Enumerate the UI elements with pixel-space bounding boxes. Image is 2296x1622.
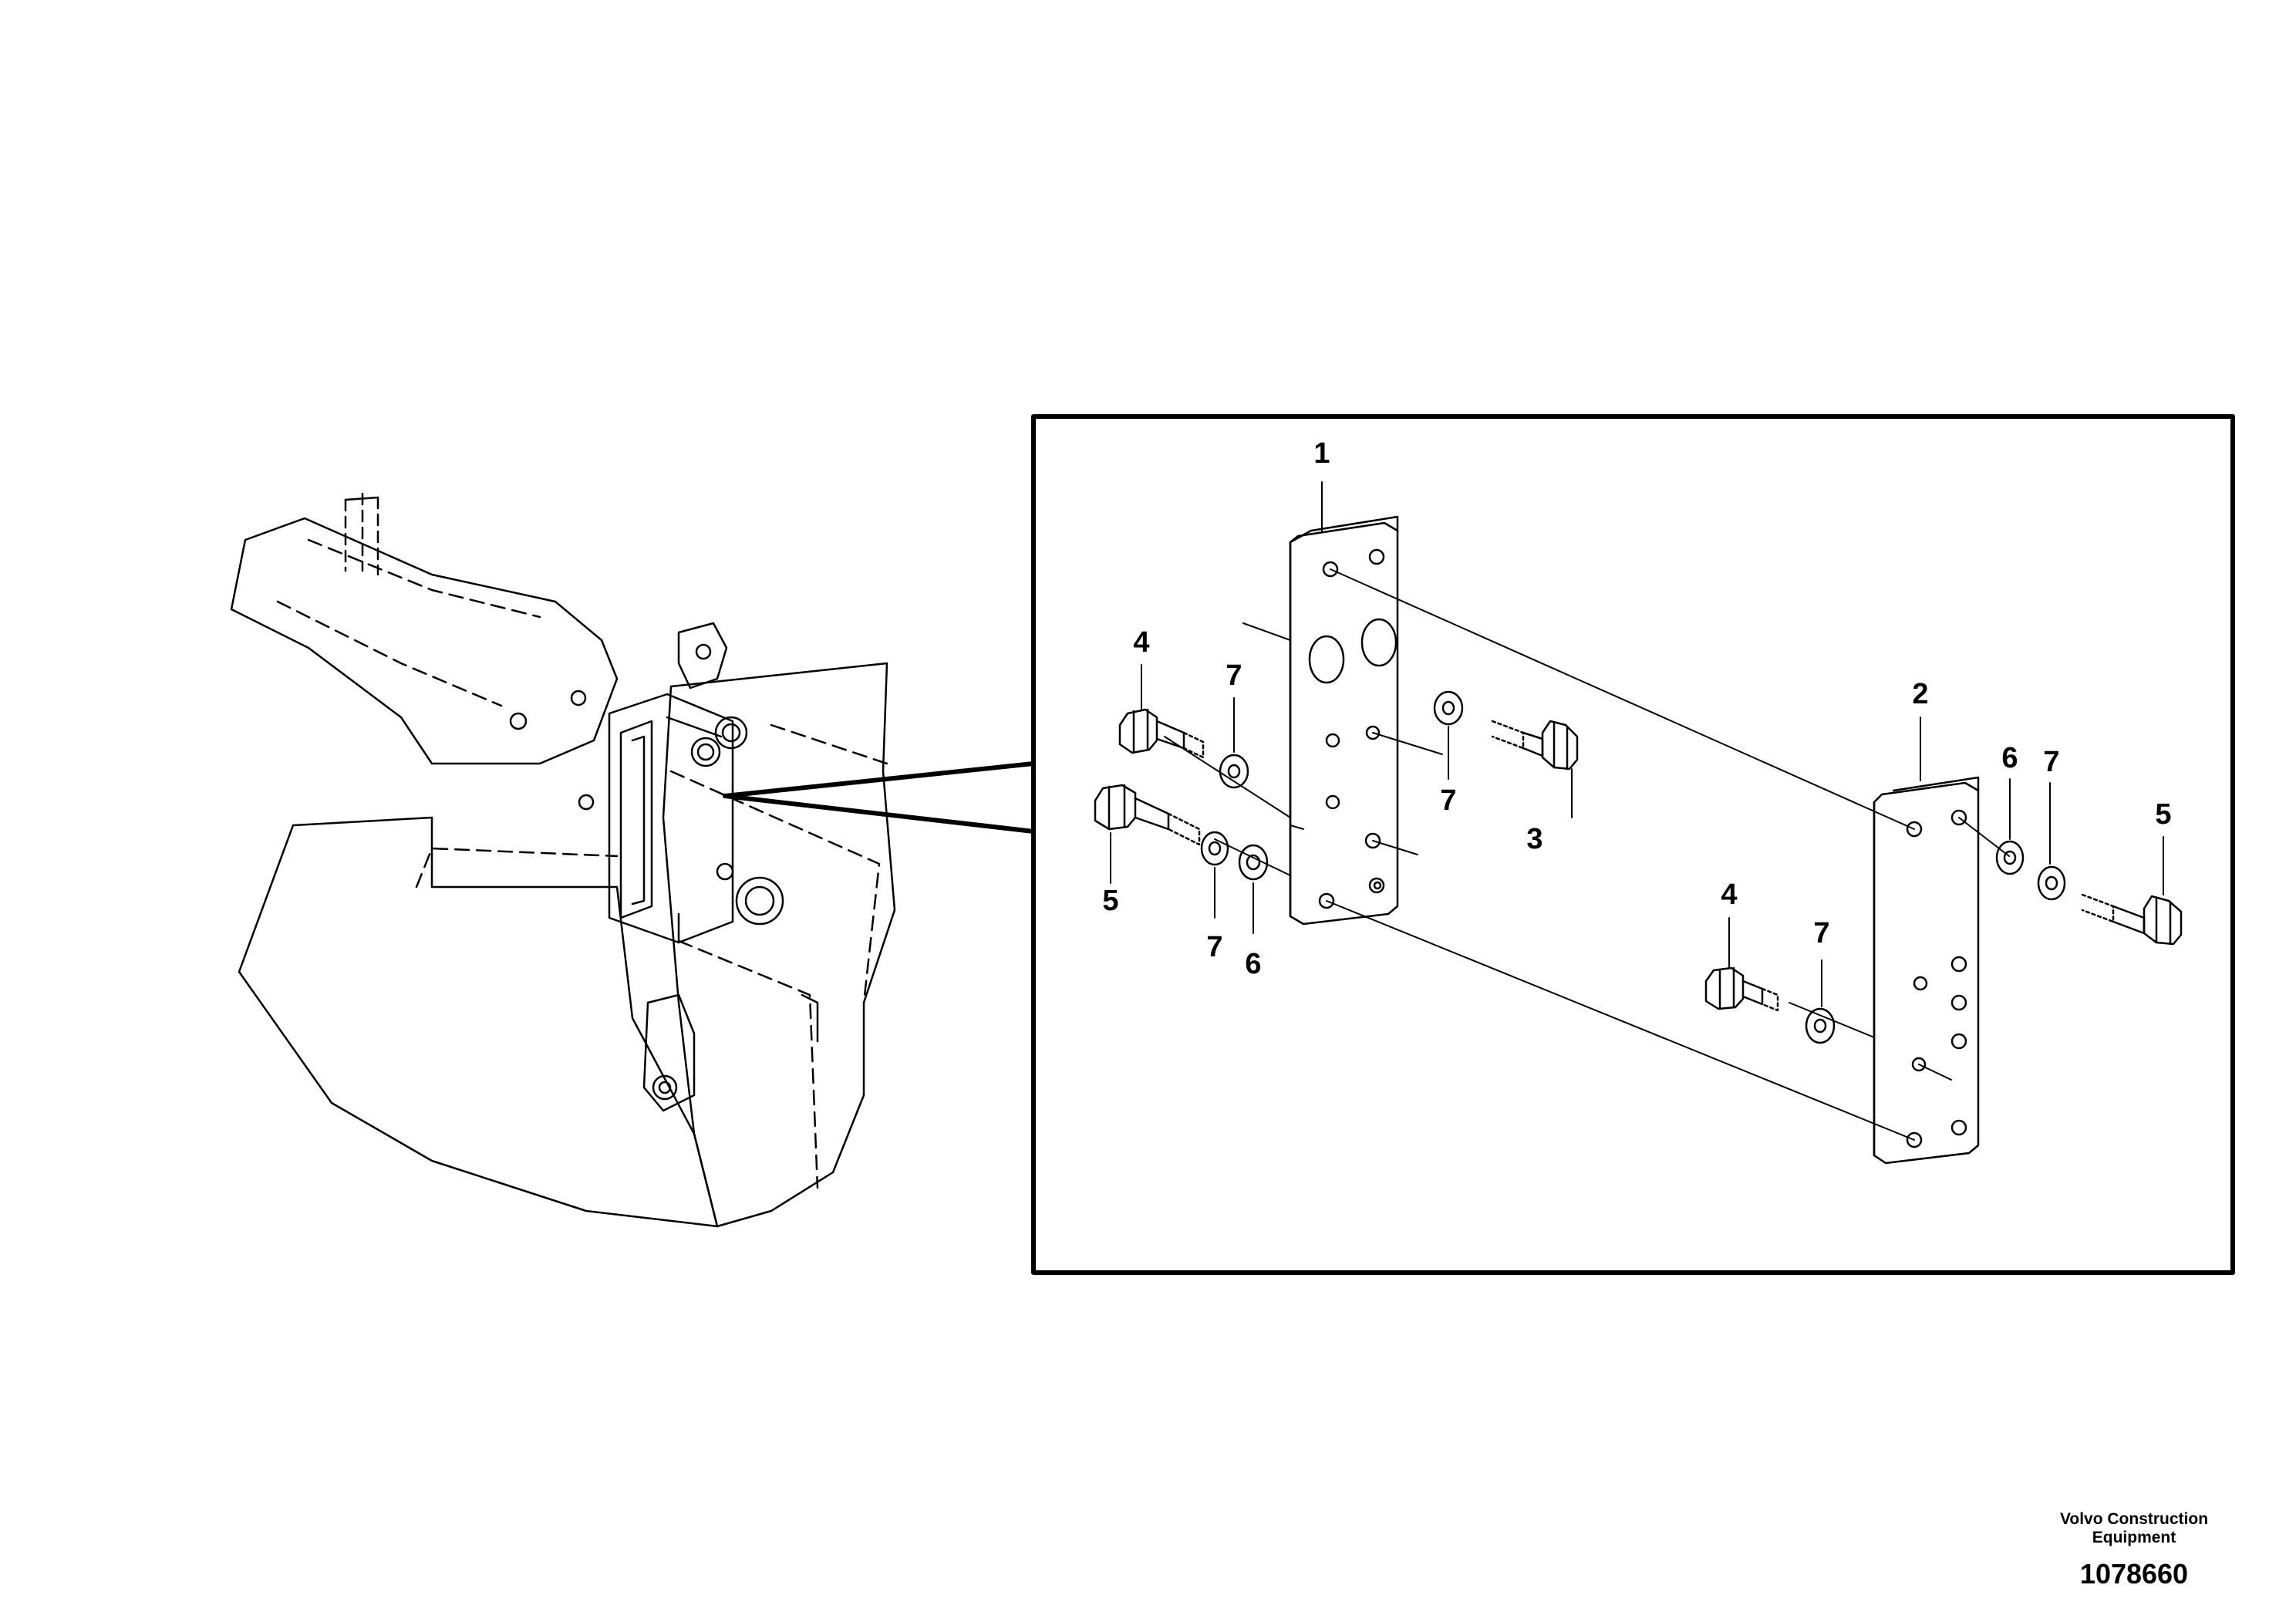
bolt-5-right — [2081, 893, 2183, 946]
callout-5-left: 5 — [1102, 885, 1118, 917]
callout-7-a: 7 — [1226, 659, 1242, 692]
callout-3: 3 — [1526, 823, 1542, 855]
callout-6-b: 6 — [2001, 742, 2018, 774]
washer-7-d — [1805, 1007, 1836, 1044]
washer-6-b — [1995, 840, 2025, 875]
washer-6-a — [1238, 844, 1269, 881]
company-name-line-2: Equipment — [2092, 1529, 2176, 1546]
mounting-plate-2 — [1873, 776, 1980, 1165]
washer-7-e — [2037, 865, 2066, 901]
washer-7-b — [1200, 831, 1229, 866]
washer-7-a — [1219, 754, 1249, 789]
callout-4-upper: 4 — [1133, 626, 1149, 659]
bolt-4-lower — [1704, 966, 1779, 1012]
drawing-footer: Volvo Construction Equipment 1078660 — [2018, 1510, 2250, 1590]
detail-view-frame — [1031, 414, 2235, 1275]
mounting-plate-1 — [1289, 515, 1399, 926]
callout-7-b: 7 — [1206, 931, 1222, 963]
callout-7-c: 7 — [1440, 784, 1456, 817]
callout-leaders — [1110, 481, 2164, 1007]
callout-2: 2 — [1912, 678, 1928, 710]
callout-4-lower: 4 — [1721, 878, 1737, 911]
callout-6-a: 6 — [1245, 948, 1261, 980]
bolt-3 — [1491, 720, 1579, 771]
washer-7-c — [1433, 690, 1464, 726]
callout-7-d: 7 — [1813, 917, 1829, 949]
detail-magnifier-wedge — [723, 761, 1036, 834]
callout-labels: 1 4 7 5 7 6 7 3 4 7 2 6 7 5 — [1102, 437, 2171, 980]
machine-frame-overview — [230, 492, 896, 1228]
company-name-line-1: Volvo Construction — [2059, 1510, 2209, 1528]
bolt-5-left — [1094, 784, 1201, 846]
bolt-4-upper — [1118, 708, 1205, 759]
callout-7-e: 7 — [2043, 746, 2059, 778]
callout-5-right: 5 — [2155, 798, 2171, 831]
callout-1: 1 — [1313, 437, 1330, 470]
drawing-number: 1078660 — [2079, 1558, 2189, 1590]
